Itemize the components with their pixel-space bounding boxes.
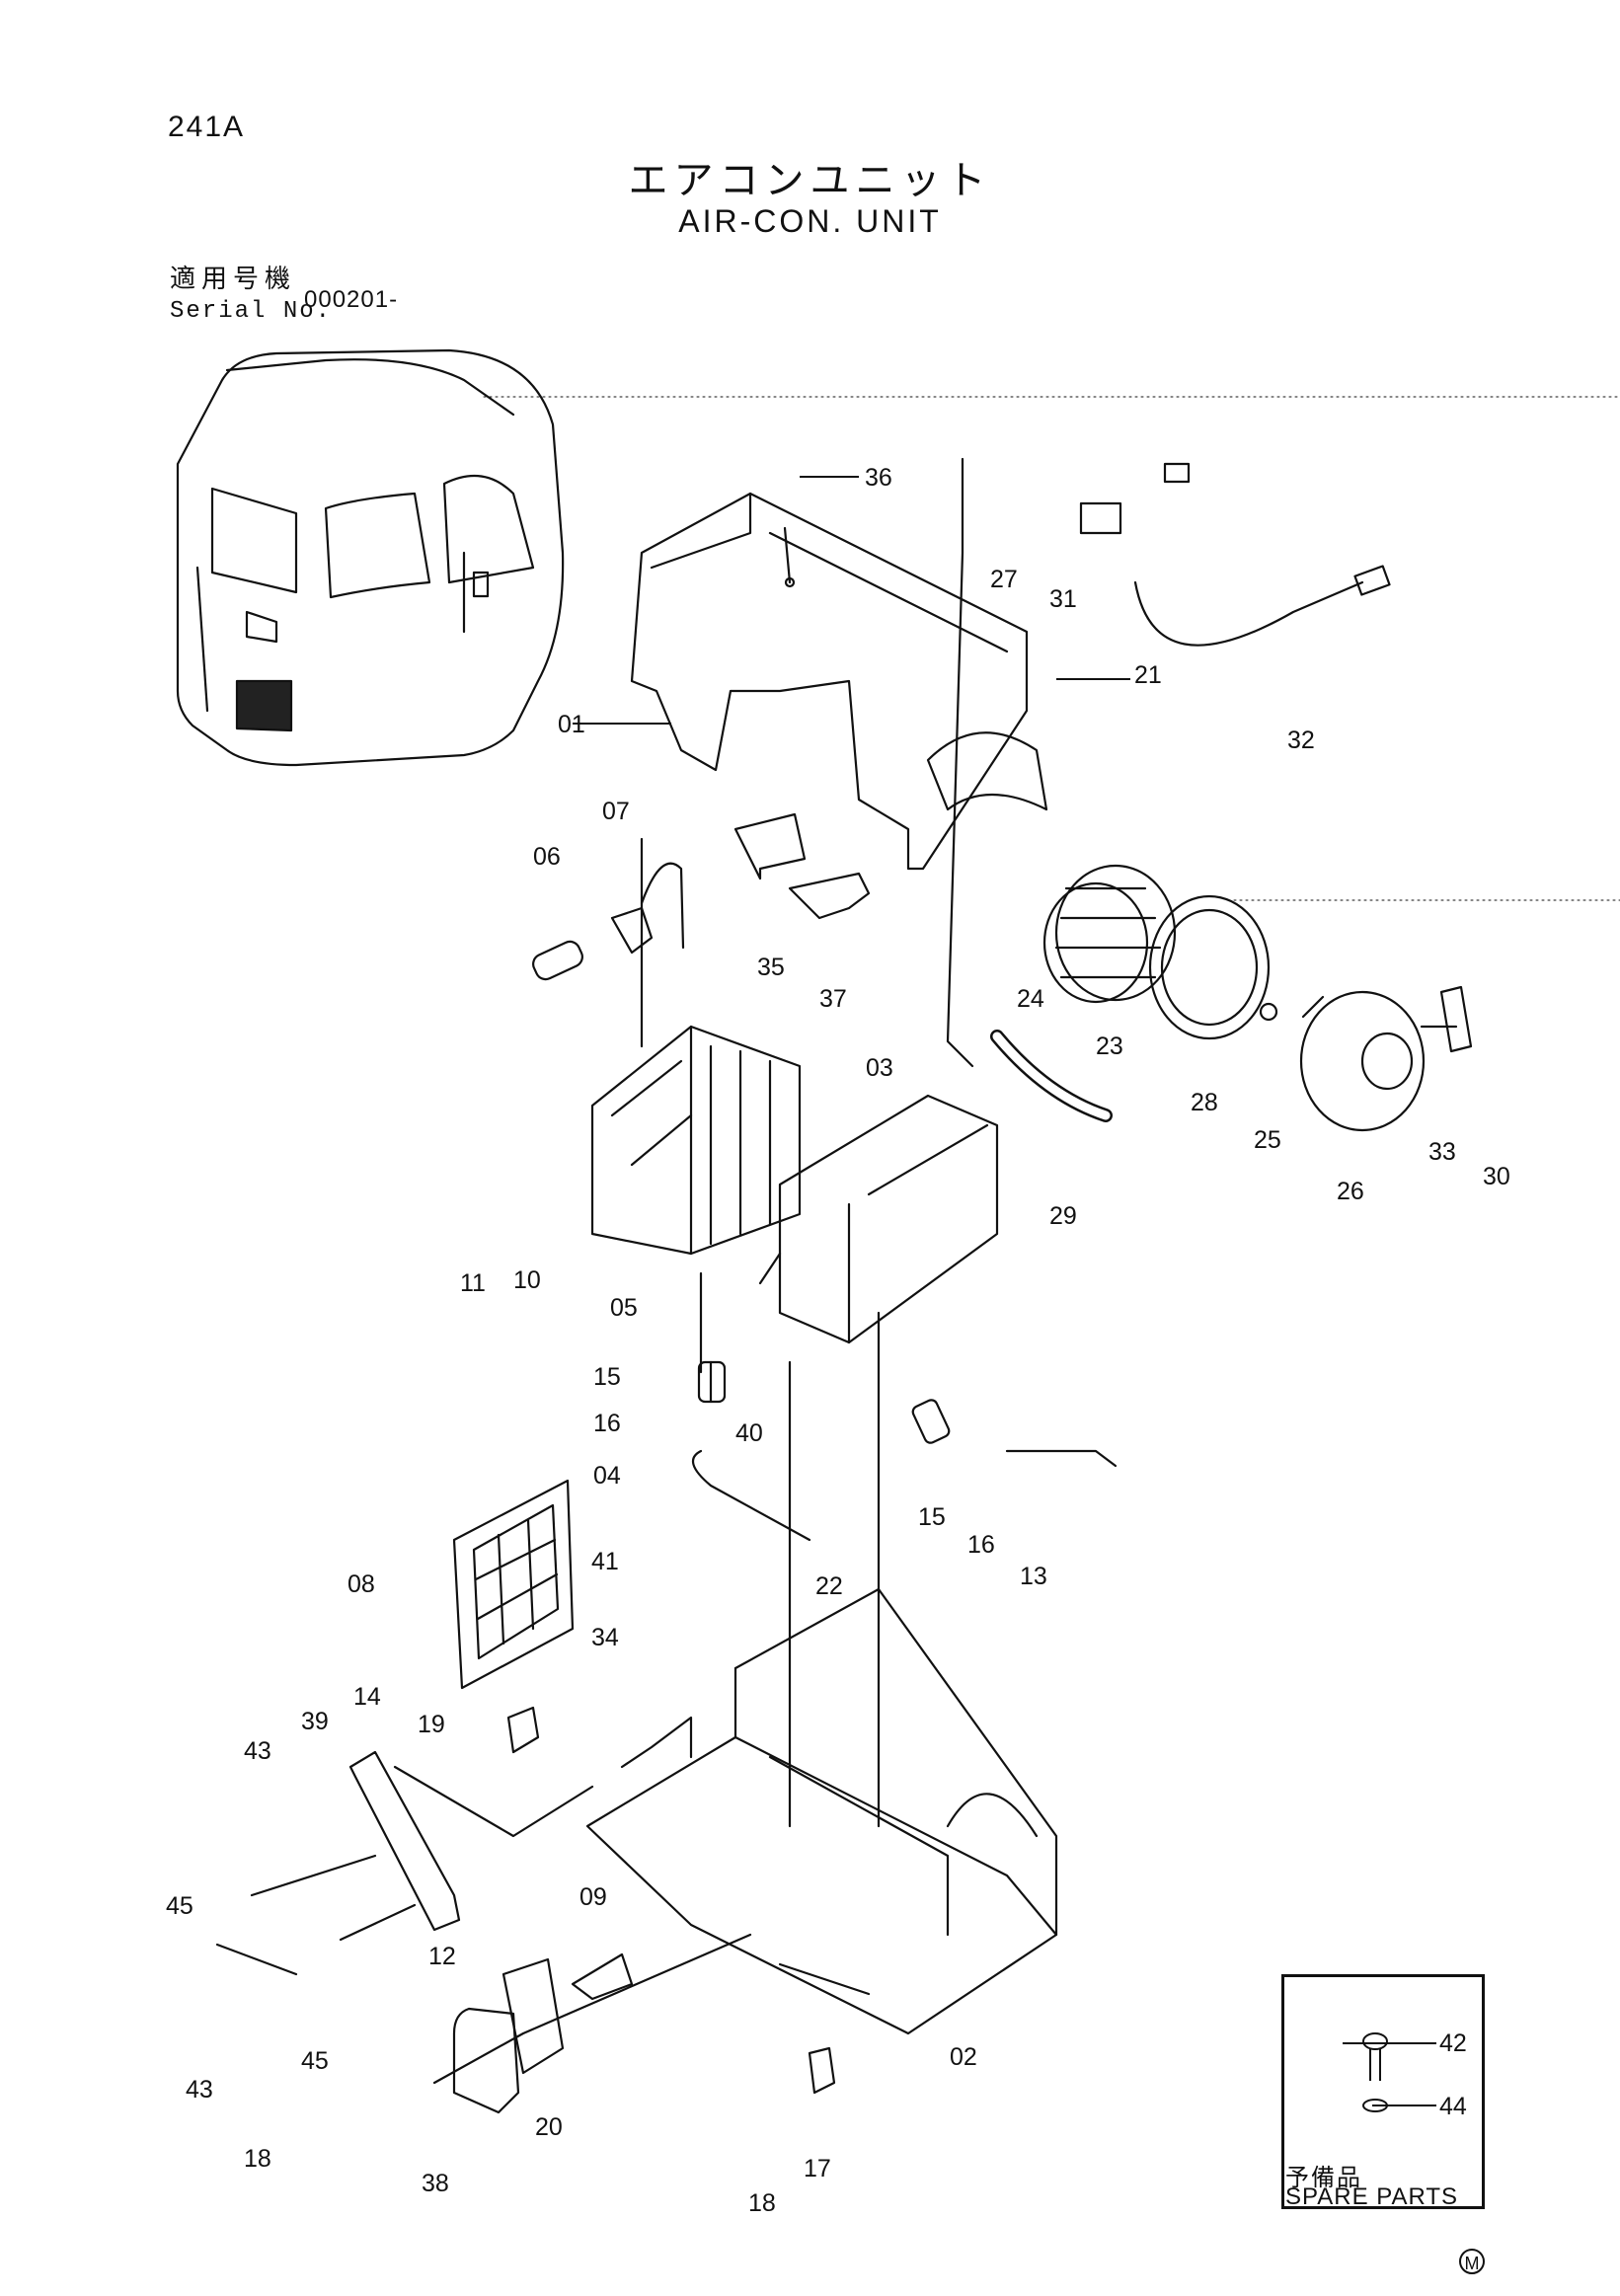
heater-core [758,1094,999,1344]
callout-18: 18 [748,2189,776,2217]
filter [452,1479,575,1690]
water-valve [1005,1449,1118,1468]
callout-22: 22 [815,1572,843,1600]
callout-12: 12 [428,1943,456,1970]
callout-43: 43 [186,2076,213,2104]
callout-30: 30 [1483,1163,1510,1190]
callout-26: 26 [1337,1178,1364,1205]
plate-20 [501,1957,565,2075]
bolt-icon [1362,2032,1388,2050]
callout-10: 10 [513,1266,541,1294]
callout-24: 24 [1017,985,1044,1013]
callout-43: 43 [244,1737,271,1765]
title-english: AIR-CON. UNIT [678,203,942,239]
callout-31: 31 [1049,585,1077,613]
bracket-14 [348,1750,461,1932]
pipe-04 [691,1449,811,1542]
callout-09: 09 [579,1883,607,1911]
callout-14: 14 [353,1683,381,1711]
page-code: 241A [168,111,246,143]
serial-number: 000201- [304,286,399,313]
expansion-valve [610,906,654,955]
callout-13: 13 [1020,1563,1047,1590]
blower-motor [1299,990,1458,1132]
callout-18: 18 [244,2145,271,2173]
callout-45: 45 [301,2047,329,2075]
callout-08: 08 [347,1570,375,1598]
callout-32: 32 [1287,727,1315,754]
callout-33: 33 [1428,1138,1456,1166]
callout-27: 27 [990,566,1018,593]
callout-03: 03 [866,1054,893,1082]
fitting-06 [532,940,583,981]
serial-label-japanese: 適用号機 [170,264,297,293]
title-japanese: エアコンユニット [628,159,992,202]
lower-case [585,1587,1058,2035]
callout-23: 23 [1096,1033,1123,1060]
spare-parts-label-english: SPARE PARTS [1285,2183,1459,2210]
serial-label-english: Serial No. [170,298,333,325]
callout-35: 35 [757,954,785,981]
bracket-35 [733,812,807,880]
link-09 [571,1952,634,2001]
callout-15: 15 [918,1503,946,1531]
callout-39: 39 [301,1708,329,1735]
evaporator [590,1025,802,1256]
callout-40: 40 [735,1419,763,1447]
callout-15: 15 [593,1363,621,1391]
callout-11: 11 [460,1269,486,1297]
washer [1259,1002,1278,1022]
resistor-27 [1079,501,1122,535]
callout-44: 44 [1439,2093,1467,2120]
callout-04: 04 [593,1462,621,1490]
callout-28: 28 [1191,1089,1218,1116]
spare-parts-label-japanese: 予備品 [1285,2165,1362,2191]
callout-07: 07 [602,798,630,825]
clip-33 [1439,985,1473,1053]
callout-36: 36 [865,464,892,492]
callout-38: 38 [422,2170,449,2197]
callout-16: 16 [593,1410,621,1437]
callout-25: 25 [1254,1126,1281,1154]
callout-02: 02 [950,2043,977,2071]
callout-05: 05 [610,1294,638,1322]
callout-17: 17 [804,2155,831,2182]
clip-19 [506,1706,540,1754]
hose-15 [697,1360,727,1404]
callout-37: 37 [819,985,847,1013]
callout-20: 20 [535,2113,563,2141]
callout-19: 19 [418,1711,445,1738]
callout-45: 45 [166,1892,193,1920]
callout-41: 41 [591,1548,619,1575]
callout-21: 21 [1134,661,1162,689]
m-mark: M [1459,2249,1485,2274]
bracket-37 [788,872,871,920]
callout-42: 42 [1439,2029,1467,2057]
gasket [1148,894,1271,1040]
callout-29: 29 [1049,1202,1077,1230]
callout-06: 06 [533,843,561,871]
washer-icon [1362,2099,1388,2112]
actuator-38 [452,2007,520,2114]
spare-parts-box [1281,1974,1485,2209]
callout-16: 16 [967,1531,995,1559]
clamp-17 [808,2046,836,2095]
blower-fan [1042,864,1177,1004]
wire-harness [1133,580,1364,647]
callout-34: 34 [591,1624,619,1651]
cab-illustration [176,348,565,767]
upper-case [630,492,1048,871]
